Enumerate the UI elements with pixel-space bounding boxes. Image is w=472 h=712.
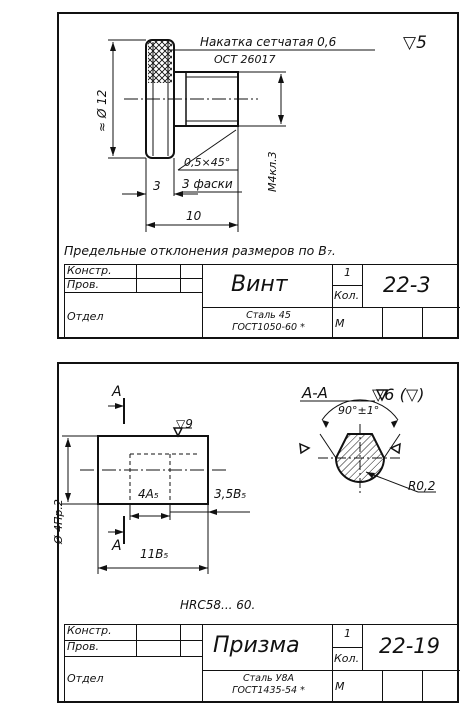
hardness-note: HRC58... 60. bbox=[180, 598, 255, 612]
qty-value: 1 bbox=[333, 625, 363, 648]
mass-label: М bbox=[333, 671, 383, 702]
dim-head-width: 3 bbox=[153, 179, 161, 193]
dim-35: 3,5В₅ bbox=[214, 487, 246, 501]
qty-label: Кол. bbox=[333, 286, 363, 308]
section-arrow-top: А bbox=[111, 384, 122, 400]
knurl-note: Накатка сетчатая 0,6 bbox=[200, 35, 337, 49]
label-check: Пров. bbox=[65, 641, 137, 657]
section-label: А-А bbox=[301, 384, 328, 402]
dim-diameter: ≈ Ø 12 bbox=[95, 90, 109, 132]
scale-cell bbox=[383, 308, 423, 338]
dim-height: Ø 4Пр.2 bbox=[52, 499, 65, 545]
radius-label: R0,2 bbox=[408, 479, 435, 493]
screw-shank bbox=[173, 71, 239, 127]
drawing-sheet-screw bbox=[57, 12, 459, 339]
part-name: Винт bbox=[203, 265, 333, 308]
date-constr bbox=[181, 625, 203, 641]
date-constr bbox=[181, 265, 203, 279]
label-check: Пров. bbox=[65, 279, 137, 293]
date-check bbox=[181, 641, 203, 657]
part-name: Призма bbox=[203, 625, 333, 671]
sign-constr bbox=[137, 265, 181, 279]
roughness-main: ▽6 (▽) bbox=[372, 385, 424, 404]
dim-length: 10 bbox=[186, 209, 202, 223]
label-dept: Отдел bbox=[65, 293, 203, 338]
qty-value: 1 bbox=[333, 265, 363, 286]
dim-chamfers-count: 3 фаски bbox=[182, 177, 233, 191]
dim-11: 11В₅ bbox=[140, 547, 169, 561]
label-constr: Констр. bbox=[65, 625, 137, 641]
dim-thread: М4кл.3 bbox=[266, 151, 279, 192]
title-block-screw: Констр. Пров. Винт 1 Кол. 22-3 Отдел Ста… bbox=[64, 264, 460, 339]
title-block-prism: Констр. Пров. Призма 1 Кол. 22-19 Отдел … bbox=[64, 624, 460, 703]
material-line2: ГОСТ1435-54 * bbox=[203, 686, 333, 702]
tolerance-note: Предельные отклонения размеров по В₇. bbox=[64, 243, 336, 258]
dim-chamfer: 0,5×45° bbox=[184, 156, 230, 169]
label-dept: Отдел bbox=[65, 657, 203, 702]
mass-label: М bbox=[333, 308, 383, 338]
scale-cell bbox=[383, 671, 423, 702]
date-check bbox=[181, 279, 203, 293]
qty-label: Кол. bbox=[333, 648, 363, 671]
label-constr: Констр. bbox=[65, 265, 137, 279]
sheet-cell bbox=[423, 671, 460, 702]
sign-check bbox=[137, 641, 181, 657]
roughness-face: ▽9 bbox=[176, 417, 193, 431]
material-line1: Сталь У8А bbox=[203, 671, 333, 686]
section-arrow-bottom: А bbox=[111, 538, 122, 554]
material-line2: ГОСТ1050-60 * bbox=[203, 323, 333, 338]
material-line1: Сталь 45 bbox=[203, 308, 333, 323]
roughness-symbol: ▽5 bbox=[403, 33, 427, 53]
dim-4A: 4А₅ bbox=[138, 487, 159, 501]
knurl-standard: ОСТ 26017 bbox=[214, 53, 276, 66]
sign-check bbox=[137, 279, 181, 293]
angle-label: 90°±1° bbox=[338, 404, 379, 417]
drawing-number: 22-3 bbox=[363, 265, 460, 308]
sign-constr bbox=[137, 625, 181, 641]
drawing-number: 22-19 bbox=[363, 625, 460, 671]
